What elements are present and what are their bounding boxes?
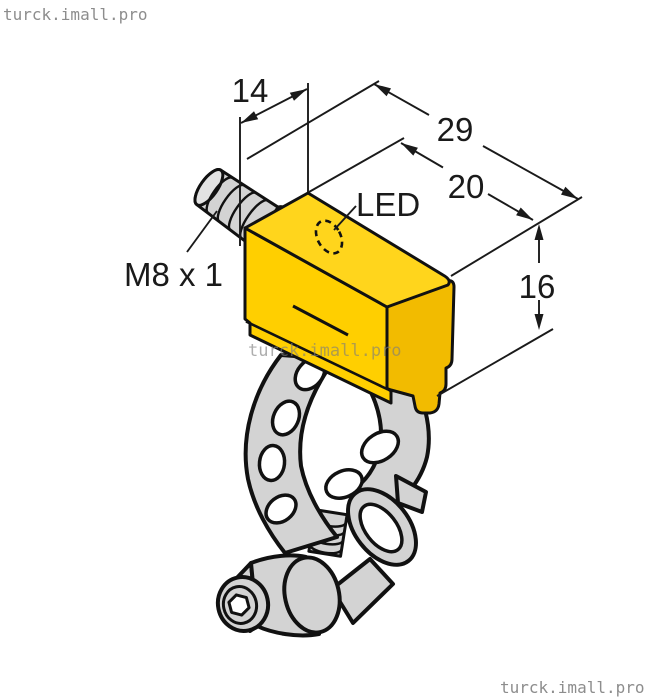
led-indicator-dashed-circle	[314, 219, 344, 255]
watermark-bottom-right: turck.imall.pro	[500, 678, 645, 697]
mounting-clamp	[215, 353, 431, 638]
thread-end-face	[193, 168, 225, 207]
extension-line	[450, 196, 583, 277]
thread-callout: M8 x 1	[124, 210, 223, 293]
clamp-back-strap	[324, 363, 431, 515]
dimension-14: 14	[232, 72, 309, 246]
arrowhead	[534, 314, 544, 330]
dim-value-20: 20	[448, 168, 485, 205]
strap-hole	[257, 443, 287, 483]
sensor-body	[243, 191, 456, 415]
ring-inner-hole	[358, 502, 404, 554]
arrowhead	[374, 84, 391, 97]
dim-value-14: 14	[232, 72, 269, 109]
strap-hole	[324, 468, 364, 500]
body-top-face	[243, 191, 451, 309]
arrowhead	[534, 224, 544, 240]
dim-value-16: 16	[519, 268, 556, 305]
arrowhead	[289, 89, 307, 101]
led-label: LED	[356, 186, 420, 223]
watermark-center: turck.imall.pro	[248, 341, 402, 361]
body-side-face	[385, 279, 456, 415]
led-callout: LED	[333, 186, 420, 231]
dimension-16: 16	[436, 224, 556, 397]
extension-line	[246, 80, 380, 160]
thread-rib	[205, 176, 234, 214]
sensing-face-line	[292, 304, 349, 337]
strap-hole	[264, 493, 298, 525]
clamp-rolled-ring	[346, 487, 418, 567]
front-strap-band	[243, 353, 339, 555]
arrowhead	[561, 186, 578, 199]
strap-hole	[270, 399, 302, 437]
band-patch	[330, 557, 395, 625]
clamp-screw-boss	[215, 553, 342, 638]
strap-hole	[359, 429, 401, 465]
extension-line	[436, 328, 554, 397]
dim-value-29: 29	[437, 111, 474, 148]
leader-line	[186, 210, 218, 253]
dimension-29: 29	[246, 80, 583, 277]
hex-socket-icon	[227, 593, 251, 617]
clamp-front-strap	[243, 353, 339, 555]
thread-rib	[227, 191, 257, 231]
thread-rib	[216, 183, 246, 223]
band-tail-wedge	[394, 474, 428, 514]
thread-label: M8 x 1	[124, 256, 223, 293]
arrowhead	[401, 143, 418, 156]
dimension-20: 20	[308, 137, 534, 221]
arrowhead	[241, 111, 259, 123]
arrowhead	[516, 207, 533, 220]
dimension-annotations: 14 29 20 16	[124, 72, 583, 397]
dimension-line	[482, 145, 579, 200]
extension-line	[308, 137, 405, 193]
boss-end-face	[282, 555, 342, 635]
base-step-line	[245, 320, 389, 391]
watermark-top-left: turck.imall.pro	[3, 5, 148, 24]
leader-line	[333, 205, 357, 231]
